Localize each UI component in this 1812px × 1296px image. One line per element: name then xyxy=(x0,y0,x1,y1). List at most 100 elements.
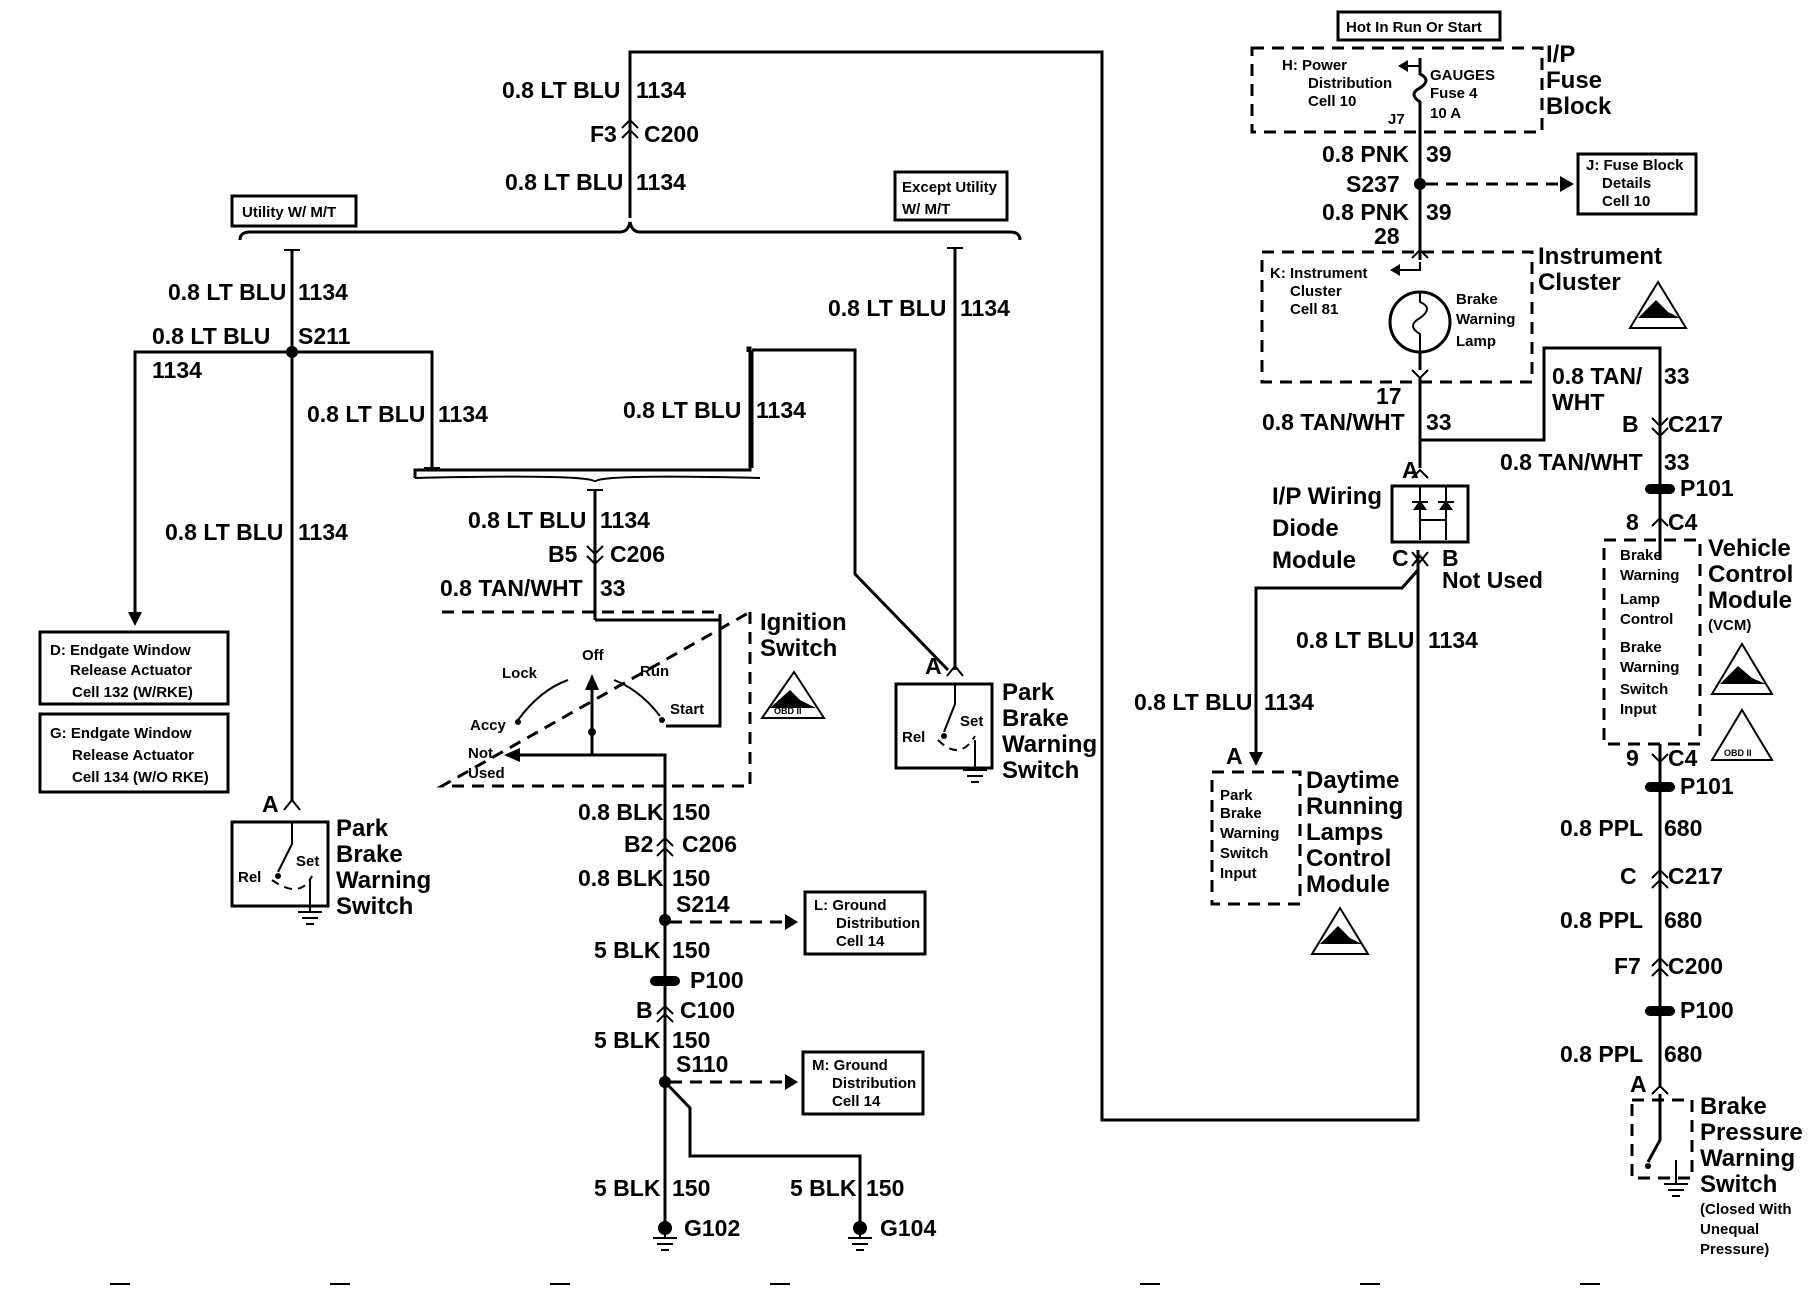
svg-text:H: Power: H: Power xyxy=(1282,57,1347,74)
svg-text:C100: C100 xyxy=(680,997,735,1023)
svg-text:Warning: Warning xyxy=(1456,311,1515,328)
svg-text:G104: G104 xyxy=(880,1215,936,1241)
svg-text:Park: Park xyxy=(336,815,389,842)
svg-text:Rel: Rel xyxy=(902,729,925,746)
ignition-switch: Lock Off Run Start Accy Not Used Ignitio… xyxy=(436,609,847,800)
svg-text:(VCM): (VCM) xyxy=(1708,617,1751,634)
svg-text:Switch: Switch xyxy=(1220,845,1268,862)
svg-text:A: A xyxy=(1630,1071,1647,1097)
svg-text:C217: C217 xyxy=(1668,863,1723,889)
svg-text:Lamp: Lamp xyxy=(1456,333,1496,350)
svg-text:Warning: Warning xyxy=(1620,659,1679,676)
svg-text:Lamps: Lamps xyxy=(1306,819,1383,846)
circuit-number: 1134 xyxy=(636,169,686,195)
svg-text:150: 150 xyxy=(866,1175,904,1201)
svg-text:0.8 TAN/WHT: 0.8 TAN/WHT xyxy=(440,575,583,601)
svg-text:39: 39 xyxy=(1426,141,1452,167)
instrument-cluster: K: Instrument Cluster Cell 81 Brake Warn… xyxy=(1260,243,1688,409)
svg-text:P101: P101 xyxy=(1680,475,1734,501)
brake-pressure-switch: A Brake Pressure Warning Switch (Closed … xyxy=(1630,1071,1803,1258)
svg-text:C: C xyxy=(1620,863,1637,889)
svg-text:K: Instrument: K: Instrument xyxy=(1270,265,1368,282)
svg-text:P101: P101 xyxy=(1680,773,1734,799)
svg-text:Instrument: Instrument xyxy=(1538,243,1662,270)
svg-text:C206: C206 xyxy=(610,541,665,567)
fuse-block-details-ref: J: Fuse Block Details Cell 10 xyxy=(1576,152,1698,216)
svg-text:Warning: Warning xyxy=(1700,1145,1795,1172)
svg-text:Warning: Warning xyxy=(1620,567,1679,584)
svg-text:Input: Input xyxy=(1220,865,1257,882)
svg-text:0.8 LT BLU: 0.8 LT BLU xyxy=(623,397,741,423)
svg-text:Park: Park xyxy=(1220,787,1253,804)
svg-text:S211: S211 xyxy=(298,323,351,349)
svg-text:Vehicle: Vehicle xyxy=(1708,535,1791,562)
svg-text:Switch: Switch xyxy=(1620,681,1668,698)
svg-text:Warning: Warning xyxy=(1220,825,1279,842)
svg-text:0.8 PNK: 0.8 PNK xyxy=(1322,141,1409,167)
svg-text:0.8 LT BLU: 0.8 LT BLU xyxy=(1296,627,1414,653)
svg-text:0.8 LT BLU: 0.8 LT BLU xyxy=(152,323,270,349)
svg-text:1134: 1134 xyxy=(960,295,1010,321)
svg-text:150: 150 xyxy=(672,937,710,963)
svg-text:Module: Module xyxy=(1272,547,1356,574)
svg-text:C200: C200 xyxy=(1668,953,1723,979)
svg-text:Park: Park xyxy=(1002,679,1055,706)
svg-text:Utility W/ M/T: Utility W/ M/T xyxy=(242,204,336,221)
svg-text:0.8 TAN/WHT: 0.8 TAN/WHT xyxy=(1262,409,1405,435)
svg-text:Not: Not xyxy=(468,745,493,762)
svg-text:Control: Control xyxy=(1620,611,1673,628)
svg-text:B: B xyxy=(636,997,653,1023)
svg-text:L: Ground: L: Ground xyxy=(814,897,886,914)
svg-text:Daytime: Daytime xyxy=(1306,767,1399,794)
brake-pressure-chain: 9 C4 P101 0.8 PPL 680 C C217 0.8 PPL 680… xyxy=(1560,744,1734,1088)
svg-text:Fuse 4: Fuse 4 xyxy=(1430,85,1478,102)
svg-text:Off: Off xyxy=(582,647,605,664)
svg-text:Diode: Diode xyxy=(1272,515,1339,542)
svg-text:0.8 LT BLU: 0.8 LT BLU xyxy=(307,401,425,427)
svg-text:Distribution: Distribution xyxy=(832,1075,916,1092)
svg-text:8: 8 xyxy=(1626,509,1639,535)
svg-text:P100: P100 xyxy=(690,967,744,993)
svg-text:B2: B2 xyxy=(624,831,653,857)
svg-text:G102: G102 xyxy=(684,1215,740,1241)
svg-text:Warning: Warning xyxy=(1002,731,1097,758)
svg-text:Cell 134 (W/O RKE): Cell 134 (W/O RKE) xyxy=(72,769,209,786)
option-except-utility: Except Utility W/ M/T xyxy=(893,170,1009,222)
svg-text:Unequal: Unequal xyxy=(1700,1221,1759,1238)
svg-text:28: 28 xyxy=(1374,223,1400,249)
ground-icon xyxy=(298,880,322,925)
top-feed: 0.8 LT BLU 1134 F3 C200 0.8 LT BLU 1134 xyxy=(502,50,1420,1122)
svg-text:F7: F7 xyxy=(1614,953,1641,979)
svg-text:Cluster: Cluster xyxy=(1290,283,1342,300)
svg-text:Cell 14: Cell 14 xyxy=(836,933,885,950)
endgate-g-ref: G: Endgate Window Release Actuator Cell … xyxy=(38,712,230,794)
svg-text:Start: Start xyxy=(670,701,704,718)
svg-text:I/P Wiring: I/P Wiring xyxy=(1272,483,1382,510)
passthru-p100-icon xyxy=(650,976,680,986)
svg-text:I/P: I/P xyxy=(1546,41,1575,68)
park-brake-switch-right: 0.8 LT BLU 1134 A Rel Set Park Brake War… xyxy=(746,247,1097,784)
svg-text:Hot In Run Or Start: Hot In Run Or Start xyxy=(1346,19,1482,36)
passthru-p101-icon xyxy=(1645,484,1675,494)
diode-module: A I/P Wiring Diode Module C B Not Used 0… xyxy=(1134,457,1543,766)
svg-text:Control: Control xyxy=(1306,845,1391,872)
svg-text:33: 33 xyxy=(1664,449,1690,475)
wire-label: 0.8 LT BLU xyxy=(505,169,623,195)
svg-text:Block: Block xyxy=(1546,93,1612,120)
svg-text:Release Actuator: Release Actuator xyxy=(70,662,192,679)
svg-text:Input: Input xyxy=(1620,701,1657,718)
svg-text:0.8 TAN/WHT: 0.8 TAN/WHT xyxy=(1500,449,1643,475)
svg-text:Lock: Lock xyxy=(502,665,538,682)
svg-text:39: 39 xyxy=(1426,199,1452,225)
drl-module: A Park Brake Warning Switch Input Daytim… xyxy=(1210,743,1403,955)
svg-text:Control: Control xyxy=(1708,561,1793,588)
svg-text:150: 150 xyxy=(672,1027,710,1053)
svg-text:0.8 PPL: 0.8 PPL xyxy=(1560,1041,1643,1067)
option-utility: Utility W/ M/T xyxy=(230,194,358,228)
svg-text:Warning: Warning xyxy=(336,867,431,894)
svg-text:0.8 LT BLU: 0.8 LT BLU xyxy=(468,507,586,533)
svg-text:33: 33 xyxy=(600,575,626,601)
svg-text:5 BLK: 5 BLK xyxy=(790,1175,857,1201)
svg-text:9: 9 xyxy=(1626,745,1639,771)
connector-c200-icon xyxy=(621,118,639,139)
